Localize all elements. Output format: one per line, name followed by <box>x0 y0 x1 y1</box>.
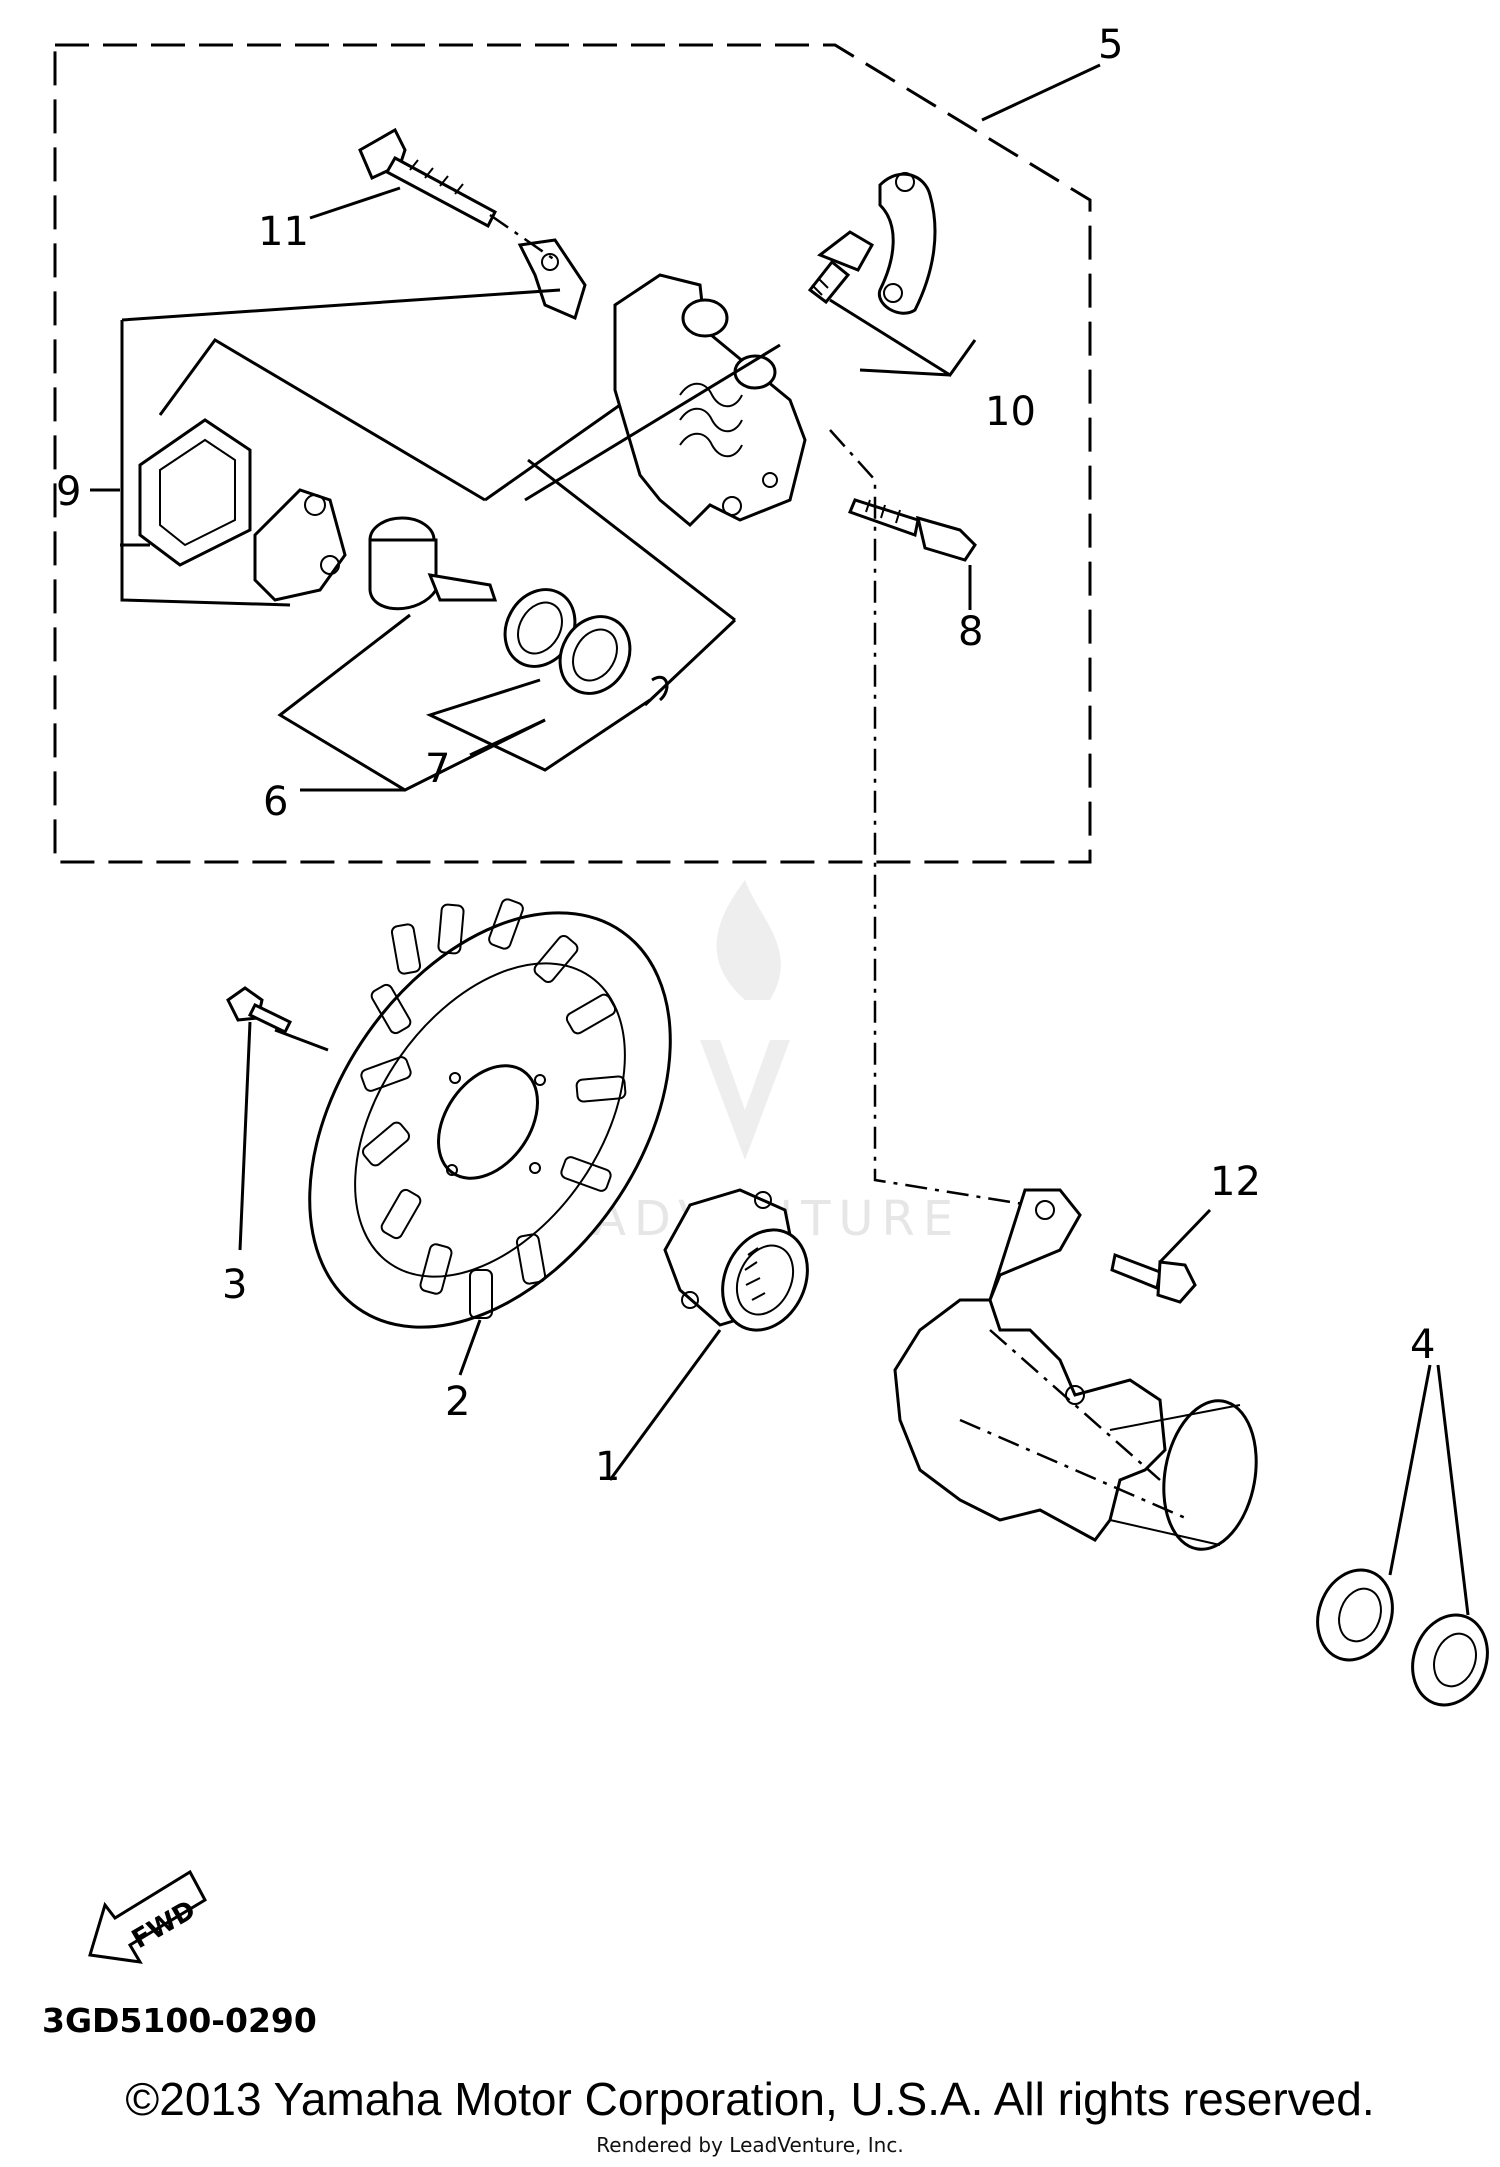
forward-arrow-icon: FWD <box>88 1869 207 1964</box>
copyright-notice: ©2013 Yamaha Motor Corporation, U.S.A. A… <box>125 2073 1375 2125</box>
callout-11: 11 <box>258 209 309 255</box>
leader-7 <box>469 718 546 757</box>
diagram-part-code: 3GD5100-0290 <box>42 2001 317 2040</box>
bracket-bolt-part <box>1110 1252 1197 1304</box>
leader-11 <box>309 186 401 220</box>
pad-shim-part <box>253 488 347 602</box>
leader-1 <box>608 1329 722 1481</box>
leader-9-lines <box>158 338 781 502</box>
leader-12 <box>1158 1208 1212 1264</box>
rendered-by-notice: Rendered by LeadVenture, Inc. <box>596 2133 904 2157</box>
leader-6-7-bracket <box>277 458 737 792</box>
dust-seal-part <box>558 615 632 695</box>
caliper-bolt-part <box>848 498 977 562</box>
disc-hub-part <box>663 1188 809 1332</box>
callout-7: 7 <box>425 746 450 792</box>
callout-8: 8 <box>958 609 983 655</box>
callout-2: 2 <box>445 1379 470 1425</box>
disc-bolt-part <box>226 986 293 1034</box>
leader-2 <box>458 1319 482 1376</box>
slide-pin-part <box>358 127 497 229</box>
caliper-bracket-part <box>893 1188 1258 1551</box>
caliper-body-part <box>613 273 807 528</box>
lock-nut-part-a <box>1316 1568 1394 1662</box>
callout-4: 4 <box>1410 1322 1435 1368</box>
bleed-screw-part <box>807 230 875 305</box>
leader-9-bracket <box>120 288 561 607</box>
leader-4 <box>1388 1364 1470 1616</box>
clip-part <box>517 238 587 321</box>
callout-12: 12 <box>1210 1159 1261 1205</box>
piston-part <box>368 516 498 611</box>
small-oring-part <box>651 676 669 702</box>
centre-line-caliper <box>489 213 1061 1212</box>
clip-hole <box>541 253 559 271</box>
brake-pad-part <box>138 418 252 567</box>
lock-nut-part-b <box>1411 1613 1489 1707</box>
caliper-assembly-boundary <box>53 43 1092 864</box>
callout-3: 3 <box>222 1262 247 1308</box>
leader-10 <box>829 298 977 378</box>
leader-5 <box>981 63 1101 122</box>
leader-3 <box>238 1021 329 1251</box>
callout-5: 5 <box>1098 22 1123 68</box>
callout-6: 6 <box>263 779 288 825</box>
callout-1: 1 <box>595 1444 620 1490</box>
brake-disc-part <box>308 898 672 1329</box>
callout-9: 9 <box>56 469 81 515</box>
callout-10: 10 <box>985 389 1036 435</box>
pad-clamp-part <box>877 172 937 315</box>
